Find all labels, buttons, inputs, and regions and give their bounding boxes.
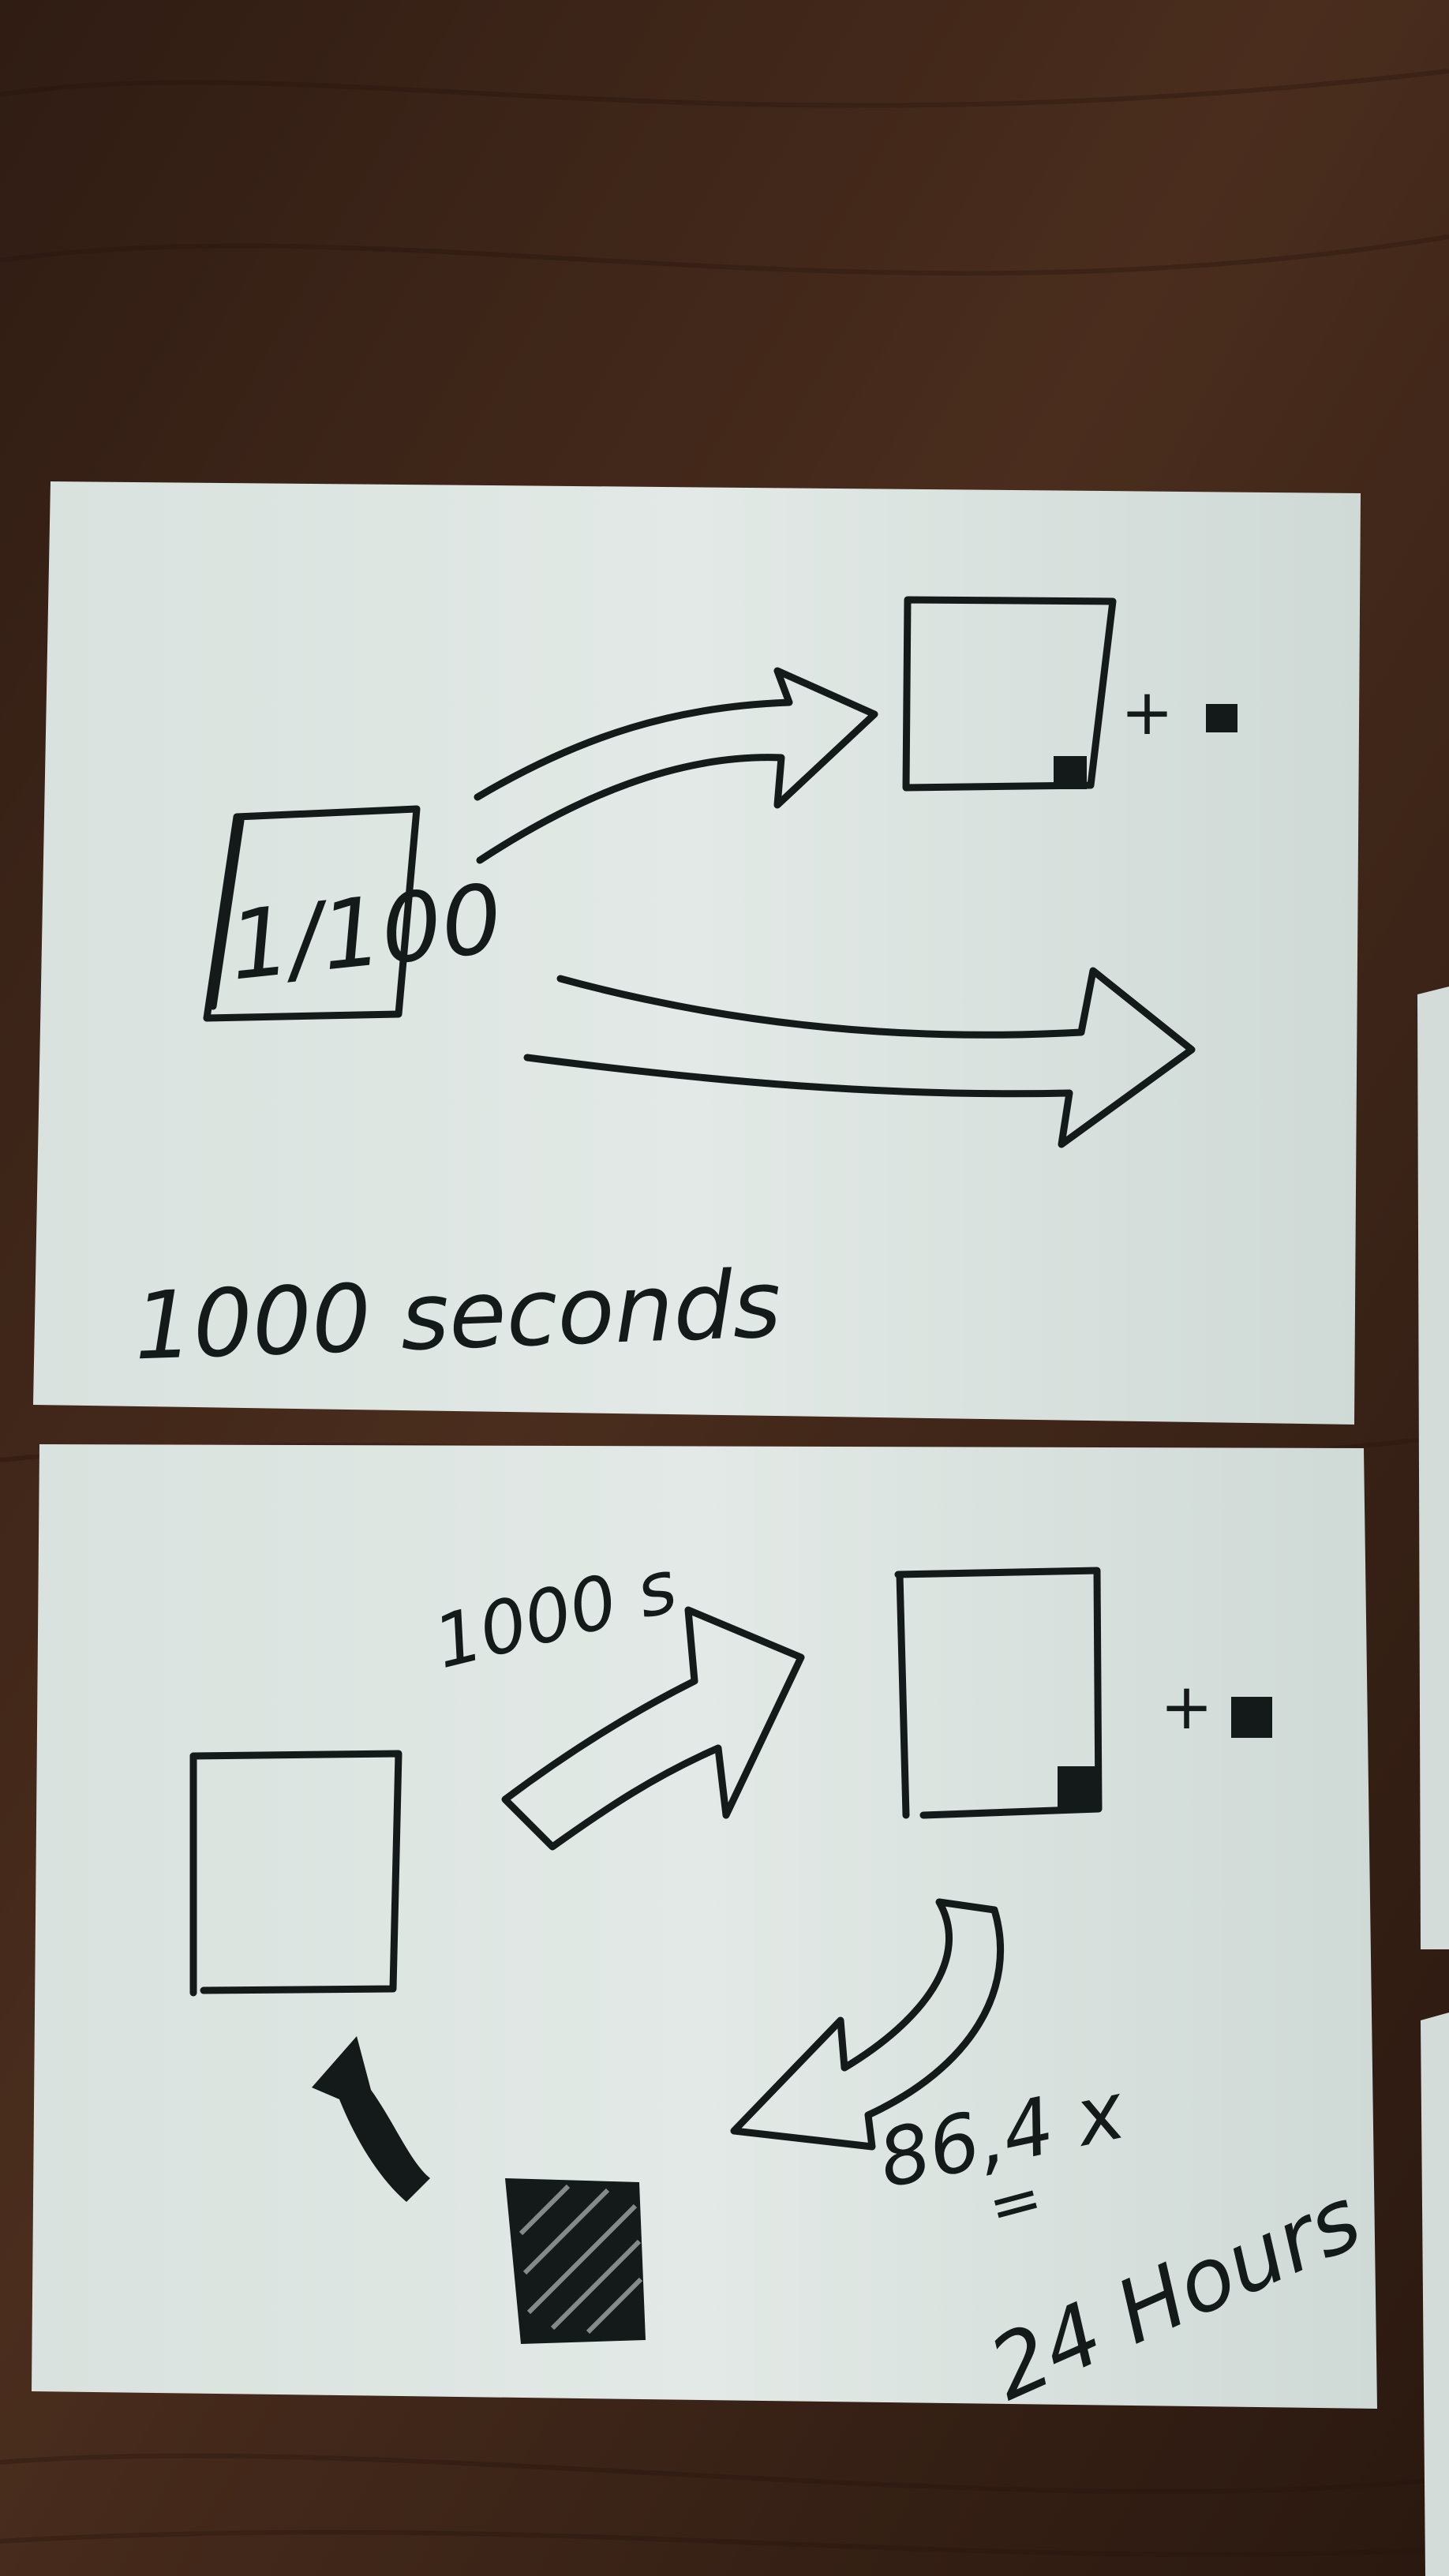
top-target-box — [902, 596, 1117, 792]
bottom-extra-block — [1231, 1697, 1272, 1738]
bottom-plus-sign: + — [1160, 1670, 1213, 1743]
bottom-card — [32, 1444, 1377, 2409]
top-source-box — [203, 805, 421, 1022]
edge-card-upper — [1417, 987, 1449, 1949]
top-plus-sign: + — [1121, 676, 1174, 749]
top-extra-block — [1206, 704, 1237, 732]
top-small-block — [1054, 756, 1087, 789]
top-caption: 1000 seconds — [132, 1249, 782, 1381]
bottom-up-arrow — [312, 2036, 430, 2202]
top-lower-arrow — [523, 967, 1196, 1148]
hatched-block — [505, 2178, 646, 2344]
bottom-return-arrow — [730, 1898, 1004, 2151]
edge-card-lower — [1421, 2012, 1449, 2576]
bottom-small-block — [1058, 1766, 1095, 1810]
bottom-source-box — [189, 1750, 402, 1997]
top-card — [33, 481, 1361, 1425]
top-upper-arrow — [474, 667, 878, 864]
bottom-forward-arrow — [501, 1606, 805, 1851]
bottom-target-box — [894, 1567, 1103, 1819]
